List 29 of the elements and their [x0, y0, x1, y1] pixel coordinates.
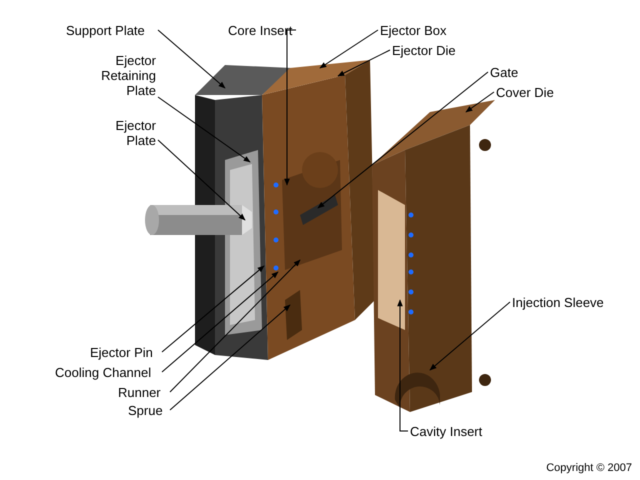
- leader-line: [170, 304, 291, 410]
- leader-line: [429, 302, 510, 370]
- copyright-note: Copyright © 2007: [546, 461, 632, 476]
- leader-line: [284, 30, 296, 186]
- part-label: Gate: [490, 65, 518, 80]
- leader-line: [162, 272, 279, 372]
- part-label: Sprue: [128, 403, 163, 418]
- leader-line: [319, 30, 378, 68]
- part-label: Runner: [118, 385, 161, 400]
- part-label: Injection Sleeve: [512, 295, 604, 310]
- leader-line: [170, 260, 300, 392]
- part-label: Ejector Pin: [90, 345, 153, 360]
- leader-line: [158, 30, 226, 88]
- part-label: Ejector Retaining Plate: [82, 53, 156, 98]
- leader-line: [158, 140, 246, 220]
- leader-line: [162, 266, 265, 352]
- part-label: Ejector Plate: [95, 118, 156, 148]
- part-label: Core Insert: [228, 23, 292, 38]
- leader-line: [158, 96, 251, 162]
- leader-line: [337, 50, 390, 76]
- part-label: Cavity Insert: [410, 424, 482, 439]
- part-label: Cooling Channel: [55, 365, 152, 380]
- part-label: Cover Die: [496, 85, 554, 100]
- part-label: Support Plate: [66, 23, 145, 38]
- leader-line: [465, 92, 494, 112]
- part-label: Ejector Box: [380, 23, 446, 38]
- leader-line: [317, 72, 488, 208]
- leader-line: [397, 299, 408, 432]
- part-label: Ejector Die: [392, 43, 456, 58]
